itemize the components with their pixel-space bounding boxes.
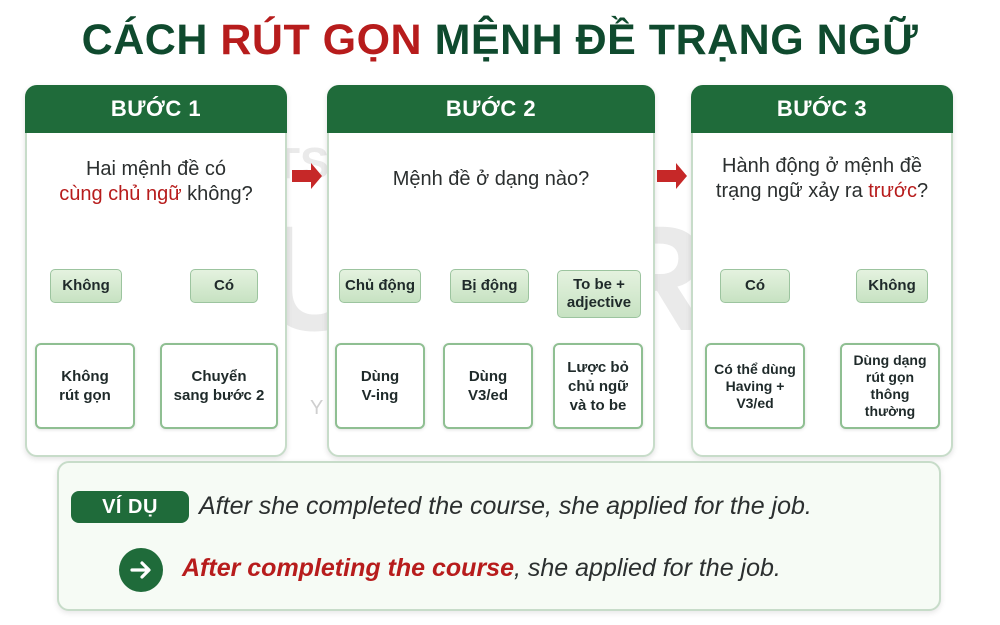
example-label: VÍ DỤ <box>71 491 189 523</box>
step-1-result-no-reduce: Không rút gọn <box>35 343 135 429</box>
page-title: CÁCH RÚT GỌN MỆNH ĐỀ TRẠNG NGỮ <box>0 16 1000 65</box>
step-3-question-highlight: trước <box>868 180 917 202</box>
step-2-result-ving: Dùng V-ing <box>335 343 425 429</box>
example-reduced-rest: , she applied for the job. <box>514 554 781 582</box>
step-3-result-having-v3ed: Có thể dùng Having + V3/ed <box>705 343 805 429</box>
title-highlight: RÚT GỌN <box>220 16 423 64</box>
step-1-option-khong: Không <box>50 269 122 303</box>
step-3-question-line1: Hành động ở mệnh đề <box>722 155 922 177</box>
step-arrow-1 <box>292 163 322 189</box>
title-part3: MỆNH ĐỀ TRẠNG NGỮ <box>422 16 919 64</box>
step-2-option-to-be-adjective: To be + adjective <box>557 270 641 318</box>
arrow-right-icon <box>119 548 163 592</box>
step-1-header: BƯỚC 1 <box>25 85 287 133</box>
step-2-result-omit-subject: Lược bỏ chủ ngữ và to be <box>553 343 643 429</box>
step-1-question-line2: không? <box>181 183 253 205</box>
example-reduced-highlight: After completing the course <box>182 554 514 582</box>
step-2-result-v3ed: Dùng V3/ed <box>443 343 533 429</box>
step-2-question: Mệnh đề ở dạng nào? <box>392 168 590 190</box>
example-panel: VÍ DỤ After she completed the course, sh… <box>57 461 941 611</box>
step-2-option-bi-dong: Bị động <box>450 269 529 303</box>
step-1-question-line1: Hai mệnh đề có <box>85 158 227 180</box>
step-3-result-normal-reduction: Dùng dạng rút gọn thông thường <box>840 343 940 429</box>
step-3-question-line2: trạng ngữ xảy ra <box>715 180 869 202</box>
step-2-header: BƯỚC 2 <box>327 85 655 133</box>
step-3-option-co: Có <box>720 269 790 303</box>
step-3-header: BƯỚC 3 <box>691 85 953 133</box>
example-sentence: After she completed the course, she appl… <box>199 492 812 520</box>
step-1-result-go-step-2: Chuyển sang bước 2 <box>160 343 278 429</box>
title-part1: CÁCH <box>81 16 221 64</box>
step-1-question-highlight: cùng chủ ngữ <box>59 183 182 205</box>
step-1-question: Hai mệnh đề có cùng chủ ngữ không? <box>27 157 285 207</box>
example-reduced-sentence: After completing the course, she applied… <box>182 554 781 583</box>
step-1-option-co: Có <box>190 269 258 303</box>
step-3-question: Hành động ở mệnh đề trạng ngữ xảy ra trư… <box>693 154 951 204</box>
step-3-option-khong: Không <box>856 269 928 303</box>
step-2-option-chu-dong: Chủ động <box>339 269 421 303</box>
step-arrow-2 <box>657 163 687 189</box>
step-3-question-end: ? <box>916 180 929 202</box>
